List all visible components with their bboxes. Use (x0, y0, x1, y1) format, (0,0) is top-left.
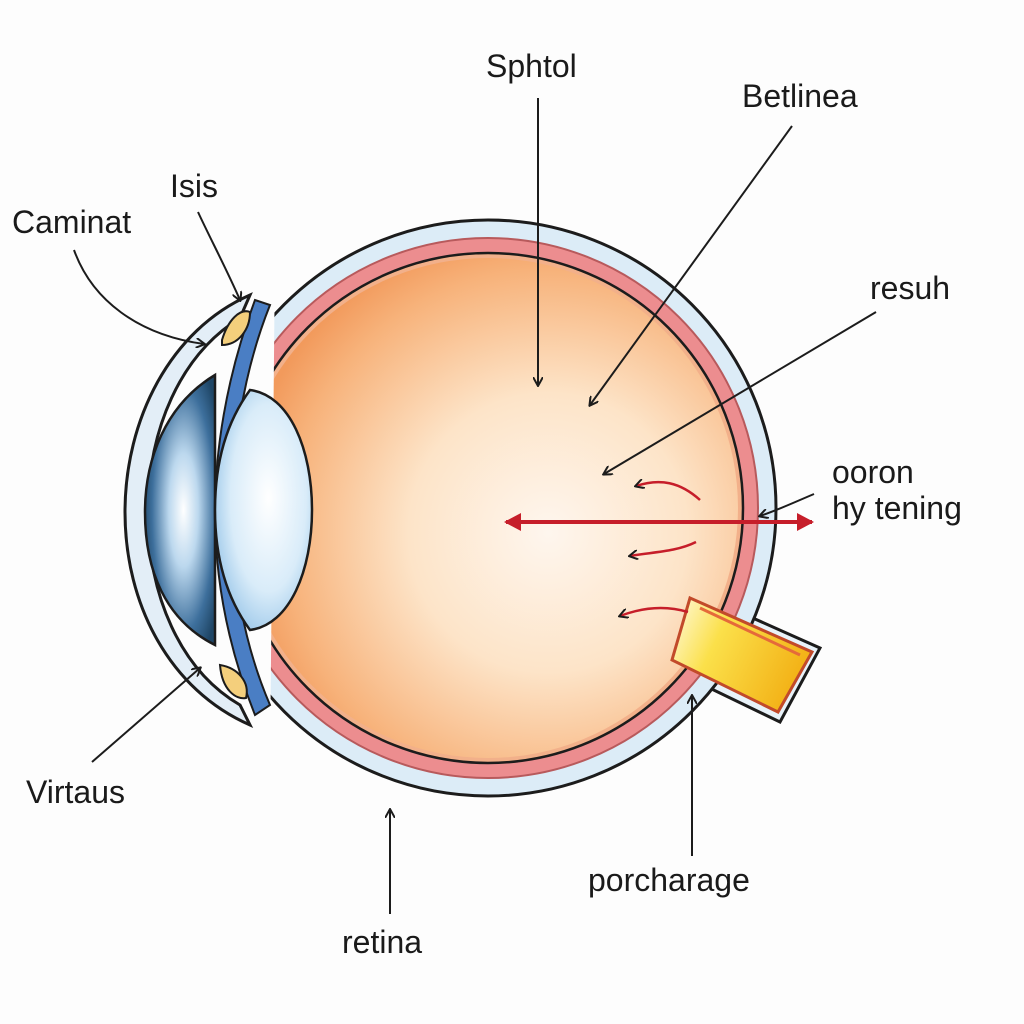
leader-hyatening (760, 493, 815, 516)
leader-virtaus (91, 668, 200, 763)
reflect-arrow-1 (636, 482, 701, 501)
reflect-arrow-3 (620, 606, 689, 616)
lens (213, 388, 314, 632)
optic-nerve (670, 595, 815, 714)
cornea (143, 372, 217, 648)
leader-resuh (604, 311, 877, 474)
cornea-shell (123, 292, 254, 729)
vitreous-body (238, 258, 738, 758)
ciliary-body-top (221, 310, 252, 347)
label-ooron: ooron (832, 454, 914, 490)
reflect-arrow-2 (630, 540, 697, 556)
label-retina: retina (342, 924, 423, 960)
label-hyatening: hy tening (832, 490, 962, 526)
label-porcharage: porcharage (588, 862, 750, 898)
label-resuh: resuh (870, 270, 951, 306)
ciliary-body-bottom (218, 663, 248, 700)
leader-betlinea (590, 125, 793, 405)
label-isis: Isis (170, 168, 218, 204)
label-betlinea: Betlinea (742, 78, 858, 114)
label-sphtol: Sphtol (486, 48, 577, 84)
leader-isis (197, 211, 240, 300)
label-virtaus: Virtaus (26, 774, 126, 810)
leader-caminat (73, 249, 204, 344)
label-caminat: Caminat (12, 204, 132, 240)
